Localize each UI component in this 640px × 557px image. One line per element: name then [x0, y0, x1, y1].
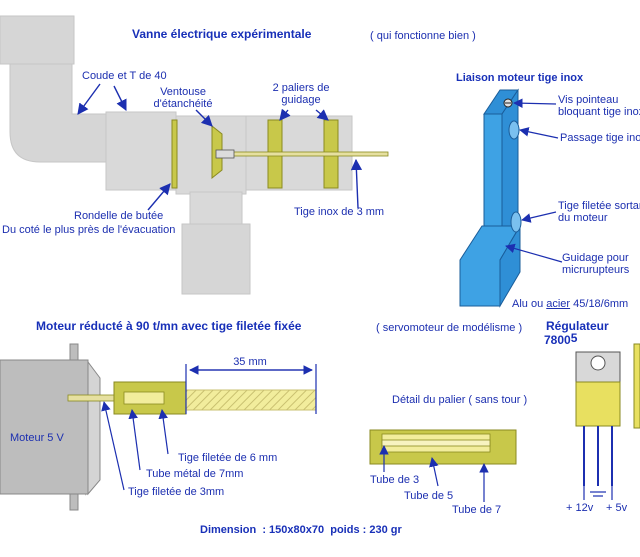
label-tube-5: Tube de 5 — [404, 490, 454, 502]
valve-assembly — [0, 15, 389, 295]
label-tige-6mm: Tige filetée de 6 mm — [178, 452, 278, 464]
label-guidage-1: Guidage pour — [562, 252, 629, 264]
label-material: Alu ou acier 45/18/6mm — [512, 298, 628, 311]
label-ventouse-1: Ventouse — [160, 86, 206, 98]
dimension-35mm — [185, 364, 317, 414]
tee-down-pipe — [189, 191, 243, 227]
material-prefix: Alu ou — [512, 298, 547, 310]
label-tube-7: Tube de 7 — [452, 504, 502, 516]
palier-title: Détail du palier ( sans tour ) — [392, 394, 528, 406]
motor-mount-bottom — [69, 491, 79, 511]
regulator-tab-hole — [590, 355, 606, 371]
label-filetee-2: du moteur — [558, 212, 608, 224]
footer-dimension: Dimension : 150x80x70 poids : 230 gr — [200, 524, 402, 536]
label-passage: Passage tige inox — [560, 132, 640, 144]
regulator-title: Régulateur — [546, 319, 609, 333]
label-vis-2: bloquant tige inox — [558, 106, 640, 118]
tee-down-connector — [181, 223, 251, 295]
label-tube-3: Tube de 3 — [370, 474, 420, 486]
regulator-model: 78005 — [544, 331, 578, 347]
motor-body — [0, 359, 89, 495]
link-arrows — [505, 98, 563, 263]
rod-screw — [215, 149, 235, 159]
motor-label: Moteur 5 V — [10, 432, 64, 444]
threaded-rod-6mm — [185, 389, 317, 411]
label-paliers-1: 2 paliers de — [272, 82, 330, 94]
label-filetee-1: Tige filetée sortant — [558, 200, 640, 212]
motor-assembly — [0, 343, 317, 511]
bearing-detail — [369, 429, 517, 465]
stop-washer — [171, 119, 178, 189]
motor-threaded-rod-3mm — [67, 394, 119, 402]
label-tige-inox: Tige inox de 3 mm — [294, 206, 385, 218]
bearing-tube-3 — [381, 439, 491, 447]
motor-title: Moteur réducté à 90 t/mn avec tige filet… — [36, 319, 302, 333]
link-block — [459, 88, 522, 308]
motor-mount-top — [69, 343, 79, 363]
threaded-rod-hole — [510, 211, 522, 233]
motor-side — [87, 360, 101, 496]
bearing-arrows — [379, 445, 489, 502]
rod-passage-hole — [508, 120, 520, 140]
valve-arrows — [77, 83, 363, 211]
label-5v: + 5v — [606, 502, 628, 514]
liaison-title: Liaison moteur tige inox — [456, 72, 584, 84]
voltage-regulator — [575, 343, 640, 497]
motor-note: ( servomoteur de modélisme ) — [376, 322, 523, 334]
label-paliers-2: guidage — [281, 94, 321, 106]
motor-arrows — [101, 401, 169, 491]
label-evacuation: Du coté le plus près de l'évacuation — [2, 224, 176, 236]
regulator-2-tab — [633, 343, 640, 429]
label-guidage-2: micrurupteurs — [562, 264, 630, 276]
link-block-front — [483, 113, 503, 233]
label-12v: + 12v — [566, 502, 594, 514]
coupling-sleeve — [105, 111, 177, 191]
label-vis-1: Vis pointeau — [558, 94, 619, 106]
regulator-model-suffix: 5 — [570, 331, 578, 345]
label-coude: Coude et T de 40 — [82, 70, 167, 82]
label-ventouse-2: d'étanchéité — [153, 98, 213, 110]
material-link: acier — [546, 298, 571, 310]
elbow-connector — [0, 15, 75, 65]
title-note: ( qui fonctionne bien ) — [370, 30, 476, 42]
metal-tube-inner — [123, 391, 165, 405]
label-tige-3mm: Tige filetée de 3mm — [128, 486, 225, 498]
regulator-model-number: 7800 — [544, 333, 571, 347]
label-tube-7mm: Tube métal de 7mm — [146, 468, 244, 480]
diagram-title: Vanne électrique expérimentale — [132, 27, 312, 41]
label-rondelle: Rondelle de butée — [74, 210, 164, 222]
regulator-body — [575, 381, 621, 427]
regulator-arrows — [583, 486, 613, 500]
label-35mm: 35 mm — [233, 356, 267, 368]
material-suffix: 45/18/6mm — [570, 298, 629, 310]
stainless-rod — [221, 151, 389, 157]
